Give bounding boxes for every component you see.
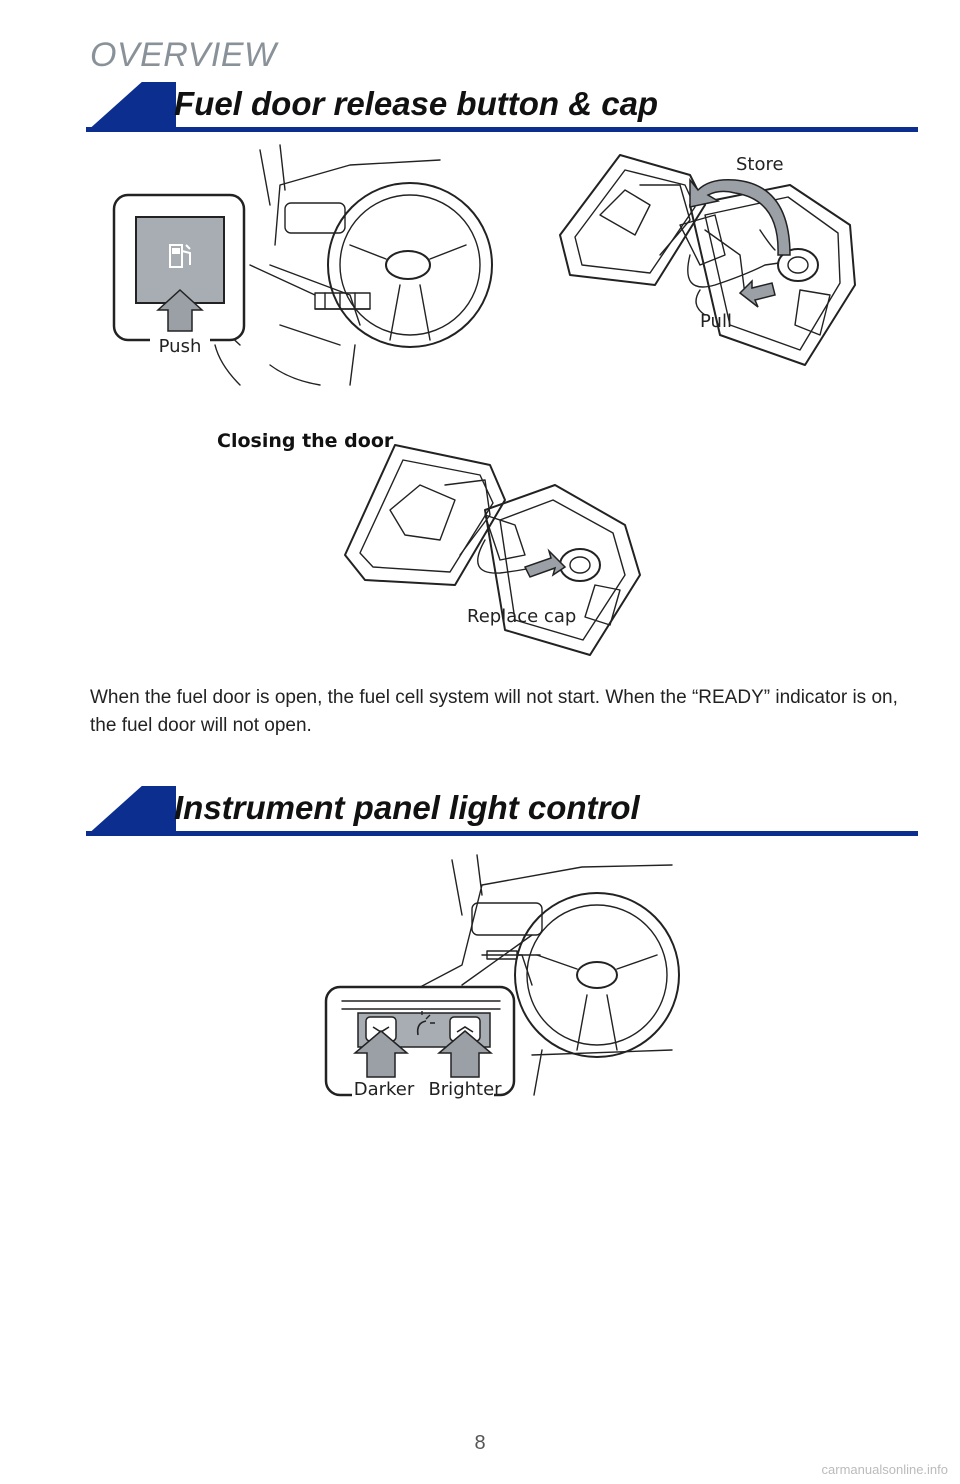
banner-rule xyxy=(86,831,918,836)
section-heading-overview: OVERVIEW xyxy=(90,36,277,74)
section-title-fuel-door: Fuel door release button & cap xyxy=(174,85,659,122)
brightness-icon xyxy=(416,1011,435,1036)
banner-fuel-door: Fuel door release button & cap xyxy=(86,82,918,132)
panel-light-illustration: Darker Brighter xyxy=(324,854,680,1100)
fuel-pump-icon xyxy=(169,244,191,268)
replace-cap-arrow-icon xyxy=(523,548,567,578)
label-store: Store xyxy=(736,154,784,175)
fuel-door-button-illustration: Push xyxy=(112,144,493,386)
banner-rule xyxy=(86,127,918,132)
section-title-panel-light: Instrument panel light control xyxy=(174,789,640,826)
chevron-up-icon xyxy=(456,1026,474,1033)
label-darker: Darker xyxy=(354,1079,415,1100)
banner-tab xyxy=(86,82,176,132)
label-closing-door: Closing the door xyxy=(217,430,394,452)
pull-arrow-icon xyxy=(738,279,776,308)
push-arrow-icon xyxy=(156,288,204,332)
brighter-arrow-icon xyxy=(436,1030,494,1078)
label-brighter: Brighter xyxy=(428,1079,502,1100)
banner-panel-light: Instrument panel light control xyxy=(86,786,918,836)
label-replace-cap: Replace cap xyxy=(467,606,576,627)
label-push: Push xyxy=(159,336,202,357)
darker-arrow-icon xyxy=(352,1030,410,1078)
closing-door-illustration: Closing the door Replace cap xyxy=(217,430,641,656)
footer-watermark: carmanualsonline.info xyxy=(821,1462,948,1477)
page-number: 8 xyxy=(474,1432,486,1454)
store-arrow-icon xyxy=(689,177,791,256)
label-pull: Pull xyxy=(700,311,732,332)
banner-tab xyxy=(86,786,176,836)
fuel-door-note: When the fuel door is open, the fuel cel… xyxy=(90,687,898,736)
fuel-cap-store-illustration: Store Pull xyxy=(559,154,856,366)
